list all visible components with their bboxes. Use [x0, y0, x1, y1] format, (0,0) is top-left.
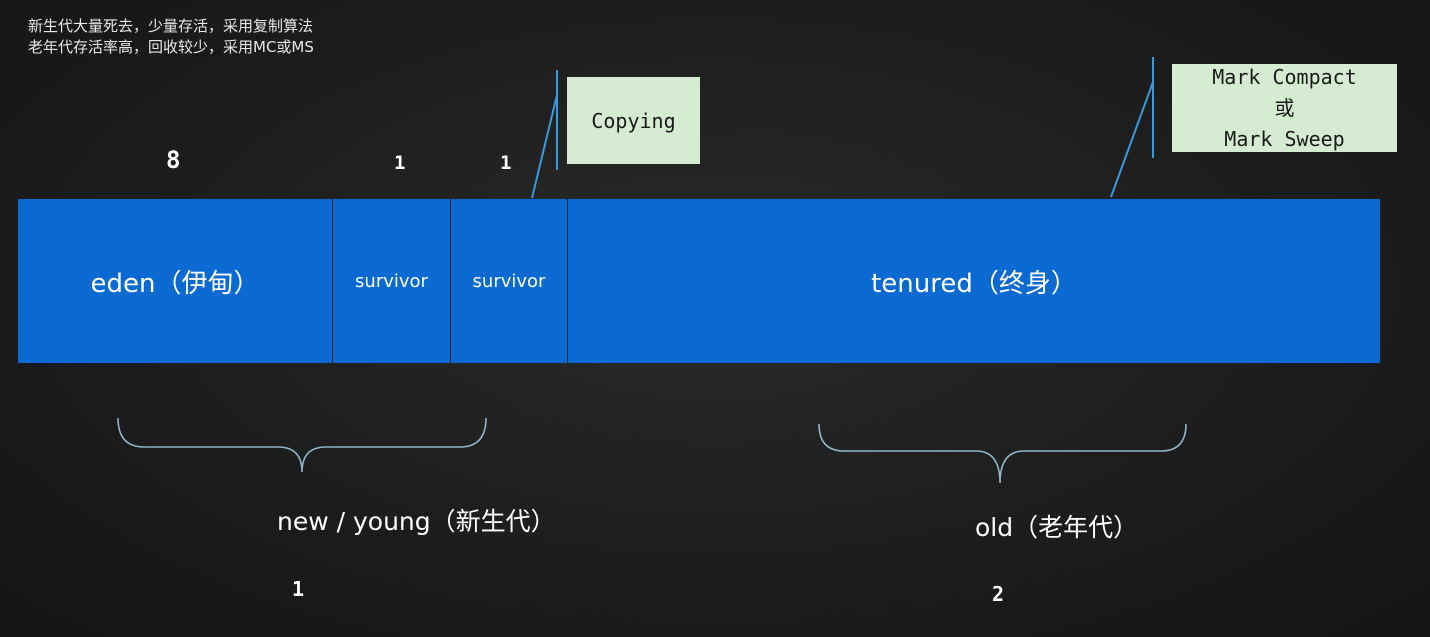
young-ratio: 1	[292, 577, 305, 601]
copying-label: Copying	[591, 108, 676, 133]
or-label: 或	[1274, 95, 1295, 120]
old-brace	[818, 423, 1187, 484]
mark-sweep-label: Mark Sweep	[1224, 126, 1345, 151]
ratio-survivor-1: 1	[394, 152, 406, 174]
young-brace	[117, 417, 487, 473]
ratio-eden: 8	[166, 146, 181, 174]
old-generation-label: old（老年代）	[975, 513, 1139, 542]
eden-block: eden（伊甸）	[18, 199, 332, 363]
survivor-block-1: survivor	[333, 199, 450, 363]
young-generation-label: new / young（新生代）	[277, 507, 556, 536]
note-young: 新生代大量死去，少量存活，采用复制算法	[28, 17, 314, 35]
notes: 新生代大量死去，少量存活，采用复制算法 老年代存活率高，回收较少，采用MC或MS	[28, 16, 314, 58]
copying-callout: Copying	[567, 77, 700, 164]
old-ratio: 2	[992, 582, 1005, 606]
mark-leader-diagonal	[1110, 81, 1154, 198]
mark-callout: Mark Compact 或 Mark Sweep	[1172, 64, 1397, 152]
note-old: 老年代存活率高，回收较少，采用MC或MS	[28, 38, 314, 56]
survivor-block-2: survivor	[451, 199, 567, 363]
mark-compact-label: Mark Compact	[1212, 64, 1357, 89]
tenured-block: tenured（终身）	[568, 199, 1380, 363]
ratio-survivor-2: 1	[500, 152, 512, 174]
copying-leader-diagonal	[531, 94, 558, 199]
